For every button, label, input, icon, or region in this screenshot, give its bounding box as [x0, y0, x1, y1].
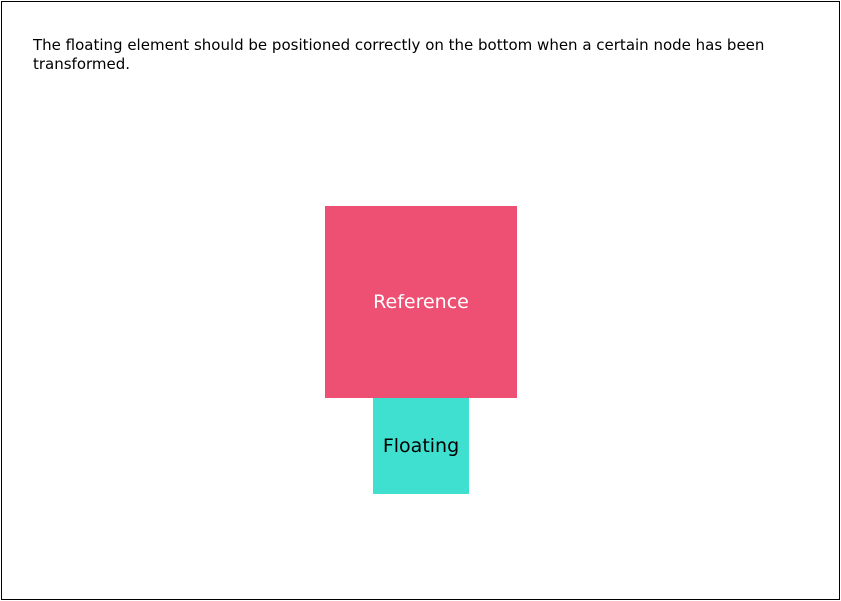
floating-label: Floating — [382, 435, 460, 457]
description-text: The floating element should be positione… — [33, 36, 765, 73]
reference-label: Reference — [373, 291, 469, 313]
floating-element: Floating — [373, 398, 469, 494]
reference-element: Reference — [325, 206, 517, 398]
